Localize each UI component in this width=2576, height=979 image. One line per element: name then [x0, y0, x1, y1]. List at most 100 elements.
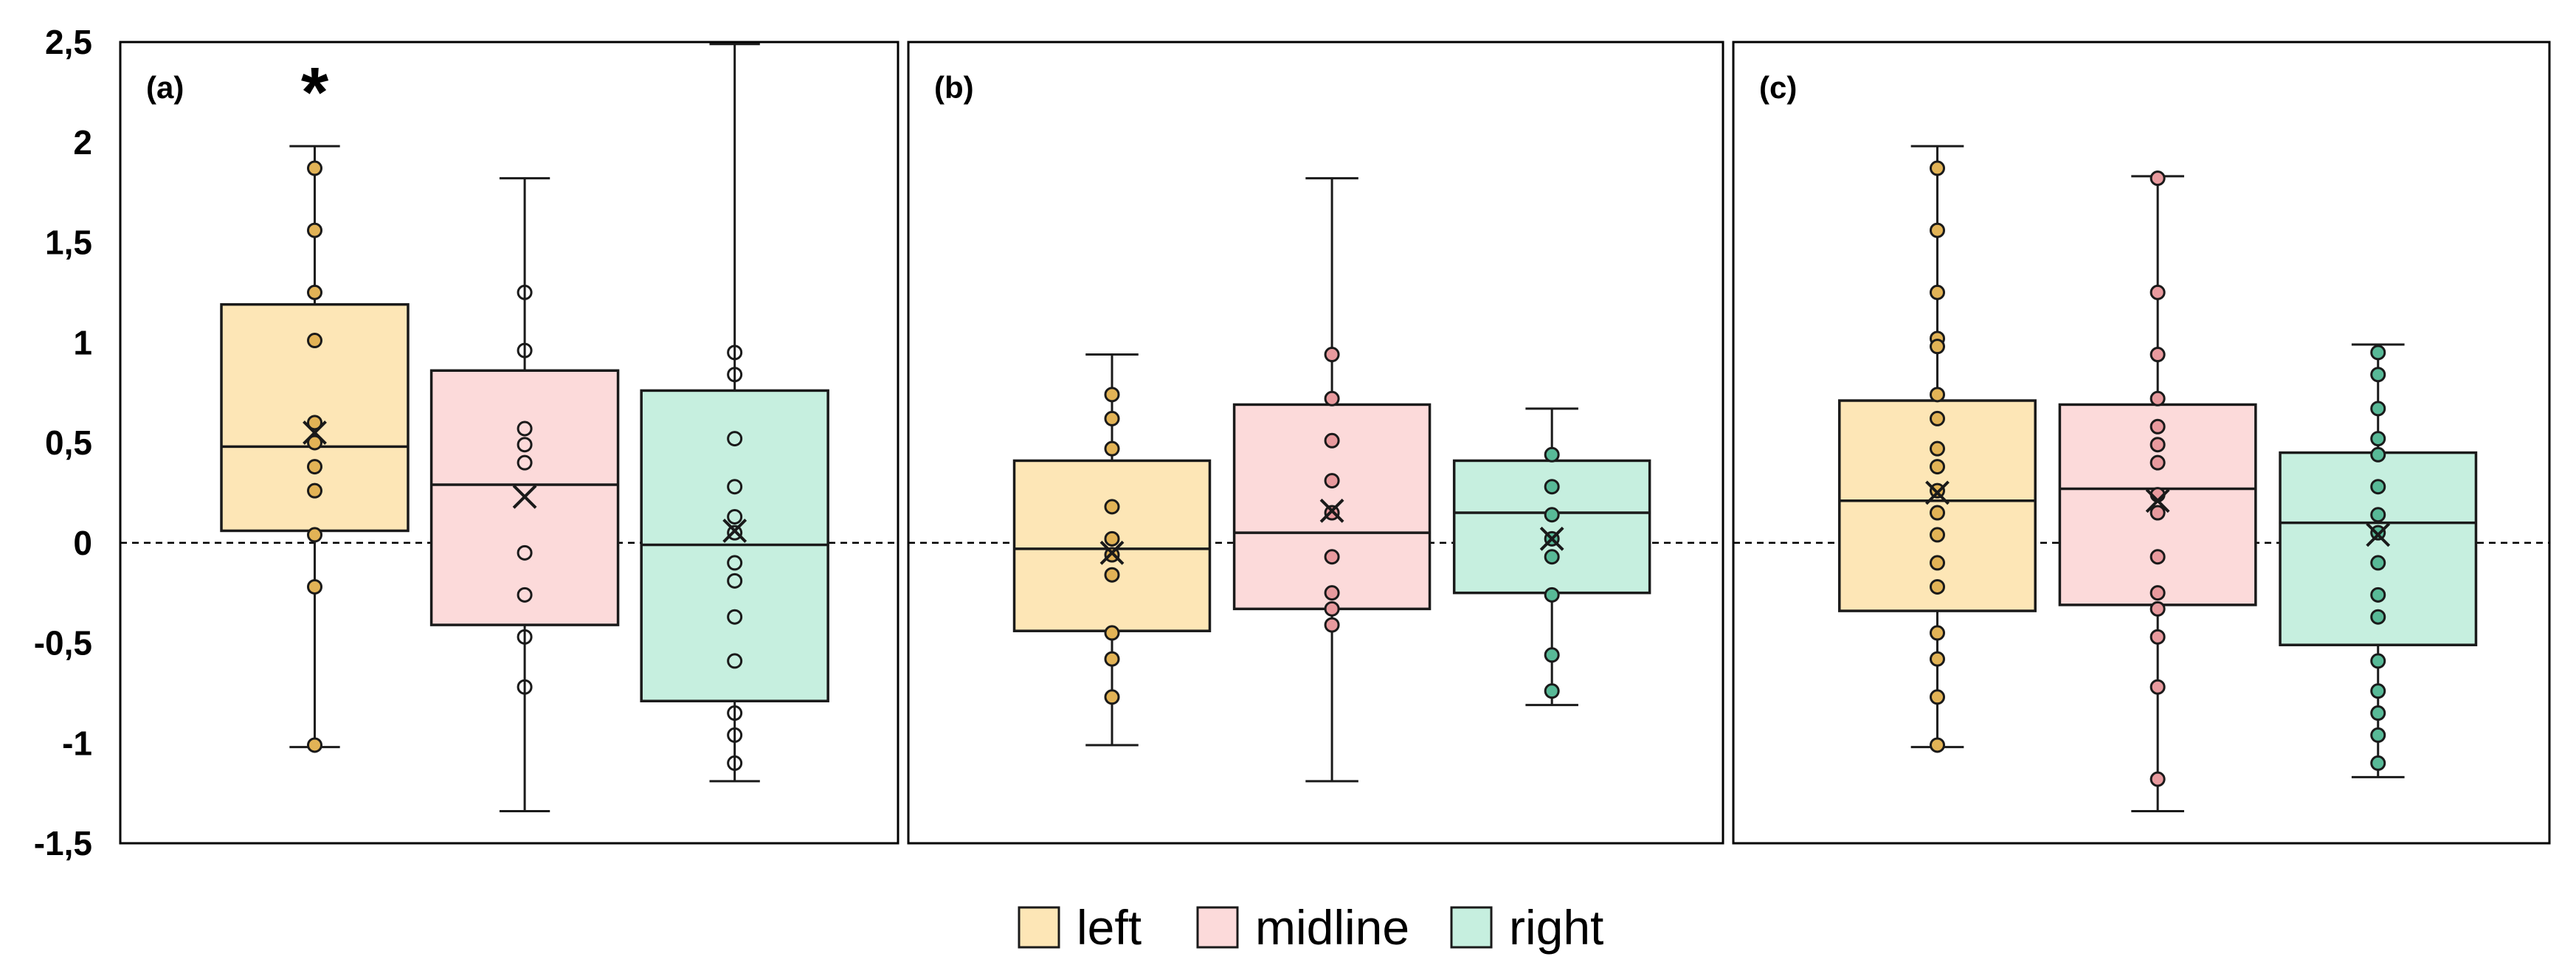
data-point [727, 508, 743, 525]
data-point [2149, 771, 2166, 787]
data-point [1544, 647, 1560, 663]
data-point [2149, 170, 2166, 187]
y-tick-label: 1,5 [45, 224, 92, 262]
data-point [1930, 459, 1945, 475]
data-point [2149, 601, 2166, 617]
data-point [727, 727, 743, 743]
data-point [1104, 499, 1120, 515]
mean-marker [1925, 480, 1950, 505]
panel-a: (a) * [119, 41, 899, 845]
data-point [1104, 530, 1120, 547]
data-point [727, 431, 743, 447]
data-point [1544, 683, 1560, 699]
data-point [727, 479, 743, 495]
legend-label: left [1077, 900, 1142, 955]
data-point [517, 587, 533, 603]
mean-marker-stroke [303, 421, 327, 445]
data-point [1104, 689, 1120, 705]
data-point [2370, 555, 2386, 571]
data-point [1544, 549, 1560, 565]
data-point [2370, 401, 2386, 417]
data-point [1104, 440, 1120, 457]
data-point [1930, 555, 1945, 571]
data-point [307, 284, 322, 300]
data-point [1930, 339, 1945, 355]
data-point [1930, 651, 1945, 667]
significance-marker: * [301, 53, 329, 132]
data-point [2370, 683, 2386, 699]
data-point [1104, 625, 1120, 641]
data-point [307, 160, 322, 176]
data-point [1544, 507, 1560, 523]
data-point [1930, 284, 1945, 300]
data-point [1544, 587, 1560, 603]
data-point [1324, 617, 1340, 633]
legend-swatch [1450, 906, 1493, 949]
data-point [517, 421, 533, 437]
data-point [1104, 651, 1120, 667]
data-point [517, 544, 533, 561]
mean-marker [1319, 498, 1344, 523]
panel-c: (c) [1732, 41, 2551, 845]
mean-marker-stroke [1099, 540, 1125, 565]
data-point [1324, 347, 1340, 363]
data-point [1544, 446, 1560, 463]
data-point [727, 705, 743, 722]
data-point [1544, 479, 1560, 495]
data-point [1930, 505, 1945, 521]
data-point [1104, 387, 1120, 403]
y-tick-label: 2,5 [45, 23, 92, 61]
data-point [1930, 440, 1945, 457]
box-right [640, 43, 829, 783]
data-point [1930, 625, 1945, 641]
data-point [307, 527, 322, 543]
data-point [517, 629, 533, 645]
data-point [1324, 473, 1340, 489]
legend-item-midline: midline [1196, 900, 1409, 955]
y-tick-label: 0 [73, 524, 92, 562]
data-point [727, 345, 743, 361]
data-point [2149, 629, 2166, 645]
mean-marker-stroke [1539, 526, 1564, 551]
data-point [1930, 222, 1945, 238]
mean-marker-stroke [1925, 480, 1950, 505]
data-point [1930, 737, 1945, 753]
data-point [307, 737, 322, 753]
data-point [2149, 549, 2166, 565]
box-midline [2058, 170, 2257, 813]
data-point [307, 333, 322, 349]
data-point [1930, 387, 1945, 403]
data-point [2370, 587, 2386, 603]
mean-marker [722, 519, 747, 543]
data-point [307, 435, 322, 451]
mean-marker-stroke [2145, 488, 2170, 513]
data-point [2149, 679, 2166, 695]
data-point [517, 679, 533, 695]
y-tick-label: 1 [73, 323, 92, 361]
data-point [1104, 567, 1120, 583]
data-point [1930, 160, 1945, 176]
data-point [1930, 578, 1945, 595]
box-iqr [2058, 403, 2257, 606]
y-tick-label: -1,5 [34, 824, 92, 862]
data-point [1930, 689, 1945, 705]
data-point [1324, 601, 1340, 617]
data-point [2149, 585, 2166, 601]
panel-label: (a) [146, 70, 184, 105]
data-point [1324, 390, 1340, 407]
box-midline [429, 177, 620, 813]
data-point [517, 342, 533, 359]
panel-label: (c) [1759, 70, 1797, 105]
data-point [2370, 653, 2386, 669]
mean-marker [1099, 540, 1125, 565]
data-point [1104, 410, 1120, 426]
data-point [727, 572, 743, 589]
y-tick-label: 0,5 [45, 423, 92, 462]
data-point [2149, 505, 2166, 521]
data-point [2149, 437, 2166, 453]
data-point [727, 755, 743, 771]
data-point [1930, 410, 1945, 426]
mean-marker-stroke [1319, 498, 1344, 523]
